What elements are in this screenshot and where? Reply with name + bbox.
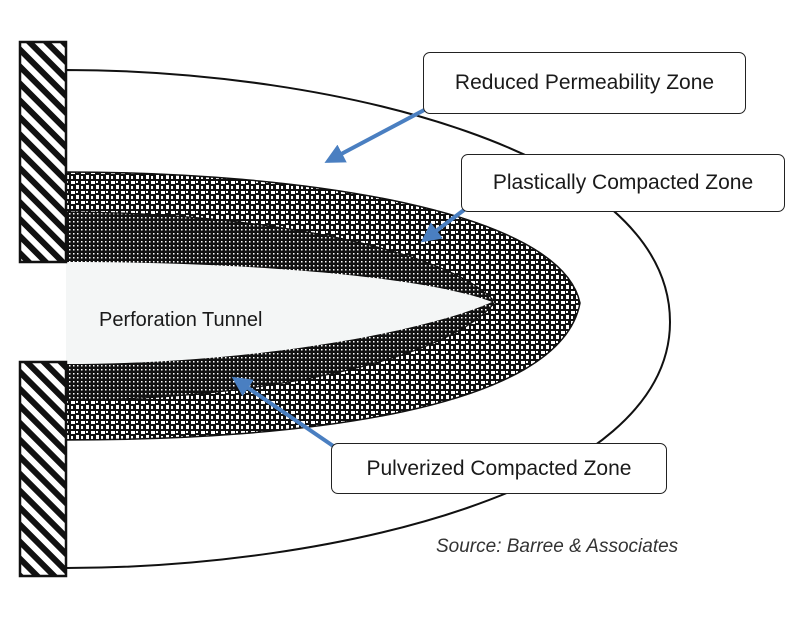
perforation-tunnel-shape <box>66 262 492 364</box>
callout-reduced-permeability-zone: Reduced Permeability Zone <box>423 52 746 114</box>
source-credit: Source: Barree & Associates <box>436 536 679 557</box>
casing-wall-top <box>18 40 68 264</box>
callout-label: Pulverized Compacted Zone <box>366 456 632 480</box>
callout-label: Reduced Permeability Zone <box>454 71 715 94</box>
arrow-plastically-compacted <box>420 205 470 243</box>
perforation-tunnel-label: Perforation Tunnel <box>99 309 263 331</box>
casing-wall-bottom <box>18 360 68 578</box>
callout-plastically-compacted-zone: Plastically Compacted Zone <box>461 154 785 212</box>
arrow-reduced-permeability <box>324 106 429 163</box>
callout-label: Plastically Compacted Zone <box>492 171 754 194</box>
callout-pulverized-compacted-zone: Pulverized Compacted Zone <box>331 443 667 494</box>
arrow-pulverized-compacted <box>231 376 344 454</box>
